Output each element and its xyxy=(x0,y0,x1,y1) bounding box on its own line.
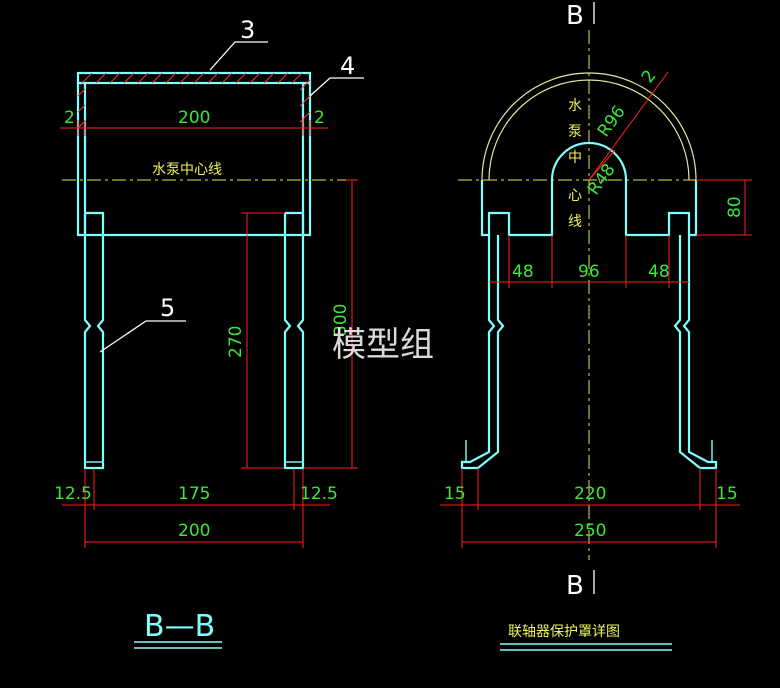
detail-title: 联轴器保护罩详图 xyxy=(508,624,620,640)
right-view-right-leg xyxy=(673,235,718,470)
dim-height-300: 300 xyxy=(331,304,351,336)
callout-3: 3 xyxy=(240,16,255,44)
dim-seg-mid: 96 xyxy=(578,262,600,282)
dim-wall-left: 2 xyxy=(64,108,75,128)
right-view-left-leg xyxy=(460,235,505,470)
vertical-label-2: 泵 xyxy=(568,124,582,140)
dim-radius-thickness: 2 xyxy=(638,66,661,87)
cover-hatch xyxy=(77,72,311,129)
callout-4: 4 xyxy=(340,52,355,80)
dim-total: 250 xyxy=(574,521,606,541)
cover-profile xyxy=(480,141,698,237)
section-label: B—B xyxy=(144,609,215,644)
section-mark-bottom: B xyxy=(566,571,584,601)
outer-arch-inner xyxy=(488,79,690,181)
left-section-view: 水泵中心线 200 2 2 270 300 12.5 175 12.5 xyxy=(54,16,364,649)
radius-leader-r48 xyxy=(588,149,616,181)
dim-foot-left: 15 xyxy=(444,484,466,504)
vertical-label-4: 心 xyxy=(568,188,582,204)
dim-seg-right: 48 xyxy=(648,262,670,282)
dim-base-left: 12.5 xyxy=(54,484,92,504)
callout-5: 5 xyxy=(160,294,175,322)
dim-foot-right: 15 xyxy=(716,484,738,504)
right-foot xyxy=(284,461,304,469)
dim-base-mid: 175 xyxy=(178,484,210,504)
dim-radius-r96: R96 xyxy=(594,102,630,141)
dim-height-80: 80 xyxy=(725,196,745,218)
left-foot xyxy=(84,461,104,469)
left-side-wall xyxy=(76,81,87,237)
vertical-label-3: 中 xyxy=(568,150,582,166)
watermark: 模型组 xyxy=(332,325,434,365)
vertical-label-5: 线 xyxy=(568,214,582,230)
cover-plate xyxy=(76,71,312,85)
centerline-label: 水泵中心线 xyxy=(152,162,222,178)
radius-leader-r96 xyxy=(588,71,669,181)
dim-wall-right: 2 xyxy=(314,108,325,128)
outer-arch-outer xyxy=(481,72,697,181)
callout-leader-5 xyxy=(99,320,186,353)
dim-base-total: 200 xyxy=(178,521,210,541)
dim-height-270: 270 xyxy=(226,326,246,358)
section-mark-top: B xyxy=(566,1,584,31)
right-leg xyxy=(283,211,305,470)
vertical-label-1: 水 xyxy=(568,98,582,114)
callout-leader-3 xyxy=(209,41,268,71)
dim-seg-left: 48 xyxy=(512,262,534,282)
dim-base-right: 12.5 xyxy=(300,484,338,504)
callout-leader-4 xyxy=(309,77,364,97)
left-leg xyxy=(83,211,105,470)
dim-width-200: 200 xyxy=(178,108,210,128)
dim-foot-mid: 220 xyxy=(574,484,606,504)
right-detail-view: 水 泵 中 心 线 R96 2 R48 80 48 96 48 1 xyxy=(440,1,752,651)
